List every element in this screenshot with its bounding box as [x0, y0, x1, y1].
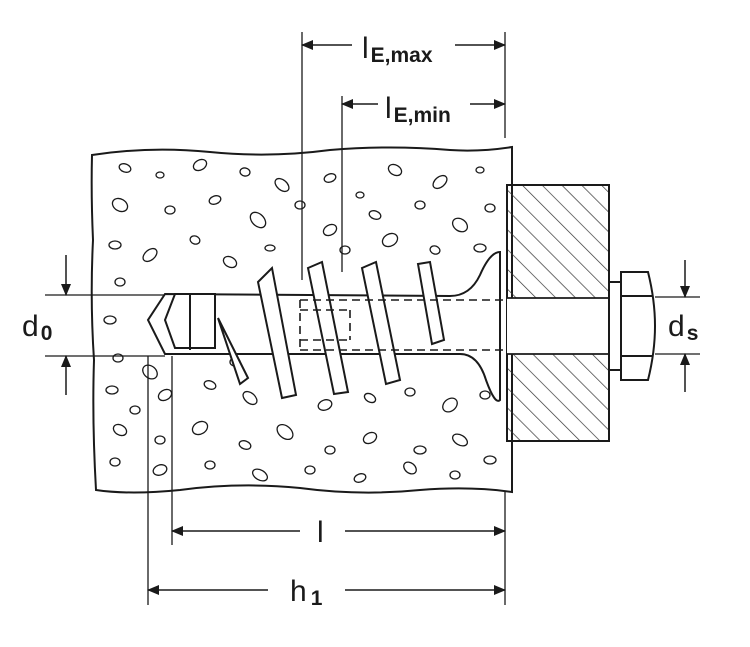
pore — [473, 243, 487, 253]
pore — [154, 435, 166, 445]
pore — [339, 245, 351, 255]
label-le-max: lE,max — [362, 32, 433, 67]
pore — [323, 173, 337, 183]
pore — [103, 315, 117, 325]
pore — [322, 223, 338, 237]
pore — [192, 158, 208, 172]
pore — [381, 232, 399, 248]
pore — [164, 205, 176, 215]
pore — [118, 163, 132, 173]
concrete-pores — [103, 158, 497, 483]
label-l: l — [317, 516, 324, 549]
fixture-hole — [507, 298, 609, 354]
pore — [203, 380, 217, 390]
pore — [155, 171, 165, 179]
screw-head — [608, 271, 657, 381]
pore — [204, 460, 216, 470]
label-le-min: lE,min — [385, 92, 451, 127]
pore — [355, 191, 365, 199]
pore — [238, 440, 252, 450]
pore — [324, 445, 336, 455]
pore — [142, 247, 158, 263]
pore — [387, 163, 403, 177]
pore — [451, 433, 469, 447]
pore — [208, 195, 222, 205]
pore — [242, 390, 258, 406]
pore — [449, 470, 461, 480]
pore — [368, 210, 382, 220]
pore — [404, 387, 416, 397]
anchor-threads — [217, 260, 446, 400]
pore — [129, 405, 141, 415]
screw-hidden-lines — [299, 299, 507, 351]
dimension-lines — [61, 40, 690, 595]
pore — [249, 211, 267, 229]
pore — [429, 245, 441, 255]
pore — [442, 397, 458, 413]
pore — [317, 399, 333, 411]
pore — [112, 353, 124, 363]
pore — [276, 423, 294, 441]
pore — [222, 255, 238, 269]
pore — [363, 392, 377, 404]
pore — [239, 167, 251, 177]
label-ds: ds — [668, 310, 698, 345]
pore — [483, 455, 497, 465]
pore — [251, 468, 269, 482]
pore — [484, 203, 496, 213]
pore — [264, 244, 276, 252]
pore — [108, 240, 122, 250]
pore — [114, 277, 126, 287]
pore — [479, 390, 491, 400]
pore — [189, 235, 201, 245]
pore — [109, 457, 121, 467]
pore — [111, 197, 129, 213]
pore — [475, 166, 485, 174]
label-d0: d0 — [22, 310, 52, 345]
pore — [105, 385, 119, 395]
pore — [451, 217, 469, 233]
pore — [157, 388, 173, 402]
pore — [152, 464, 168, 476]
pore — [432, 174, 448, 190]
pore — [191, 420, 209, 436]
pore — [142, 364, 158, 380]
pore — [353, 473, 367, 483]
pore — [274, 177, 290, 193]
pore — [294, 200, 306, 210]
pore — [414, 200, 426, 210]
pore — [112, 423, 128, 437]
pore — [403, 461, 417, 475]
pore — [362, 431, 378, 445]
pore — [413, 445, 427, 455]
pore — [304, 465, 316, 475]
